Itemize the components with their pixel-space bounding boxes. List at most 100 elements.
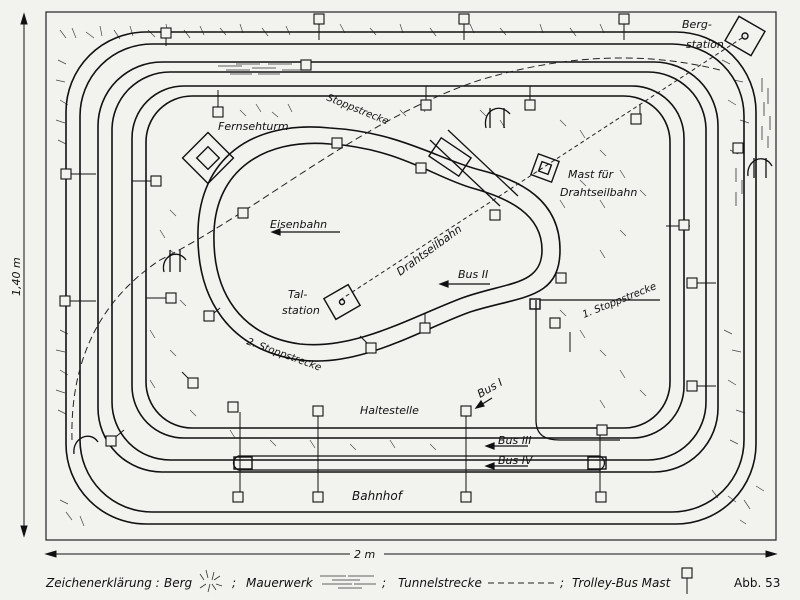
inner-loop-1 [197,126,561,362]
label-stoppstrecke-2: 2. Stoppstrecke [245,336,323,373]
mast [60,168,72,180]
legend: Zeichenerklärung : Berg ; Mauerwerk ; Tu… [46,566,786,596]
label-tal-station-1: Tal- [288,288,307,301]
legend-trolley-bus-mast: Trolley-Bus Mast [572,576,671,590]
mast [524,99,536,111]
structures [181,15,766,470]
legend-mast-symbol [681,567,693,594]
mast [419,322,431,334]
mast [365,342,377,354]
inner-loop-2 [213,142,543,346]
mast [313,13,325,25]
label-drahtseilbahn: Drahtseilbahn [394,222,464,278]
label-stoppstrecke-1: 1. Stoppstrecke [581,281,658,321]
legend-sep-3: ; [560,576,565,590]
mast [415,162,427,174]
mast [165,292,177,304]
label-drahtseilbahn-mast: Drahtseilbahn [560,186,637,199]
label-mast-fuer: Mast für [568,168,615,181]
mast [489,209,501,221]
mast [732,142,744,154]
mast [549,317,561,329]
legend-title: Zeichenerklärung : [46,576,160,590]
figure-number: Abb. 53 [734,576,781,590]
valley-station [322,283,362,321]
legend-tunnel-symbol [488,582,558,584]
track-loop-4 [111,71,707,461]
tunnel-portals [73,107,773,455]
label-fernsehturm: Fernsehturm [218,120,289,133]
label-bus-iii: Bus III [498,434,531,447]
cable-car-line [339,35,746,301]
mast [595,491,607,503]
label-bahnhof: Bahnhof [352,489,404,503]
legend-berg-symbol [199,569,223,593]
mountain-station [724,15,766,57]
mast [227,401,239,413]
mast [312,405,324,417]
mast [460,491,472,503]
track-loop-1 [65,31,757,525]
mast [596,424,608,436]
mast [420,99,432,111]
mast [331,137,343,149]
track-loop-2 [79,43,745,513]
dimension-width: 2 m [44,545,778,561]
mast [203,310,215,322]
mast [312,491,324,503]
mast [458,13,470,25]
mast [630,113,642,125]
label-haltestelle: Haltestelle [360,404,419,417]
legend-mauerwerk: Mauerwerk [246,576,313,590]
mast [300,59,312,71]
dimension-height: 1,40 m [10,12,28,538]
label-berg-station-1: Berg- [682,18,712,31]
legend-sep-1: ; [232,576,237,590]
label-bus-ii: Bus II [458,268,488,281]
label-berg-station-2: station [686,38,724,51]
label-height: 1,40 m [10,257,23,296]
mast [618,13,630,25]
label-eisenbahn: Eisenbahn [270,218,327,231]
track-loop-3 [97,61,719,473]
inner-tracks [197,126,561,362]
mast [105,435,117,447]
mast [150,175,162,187]
mountain-hatching [55,23,765,527]
mast [160,27,172,39]
label-stoppstrecke-top: Stoppstrecke [325,93,390,128]
mast [460,405,472,417]
mast [686,277,698,289]
junction-mast [529,298,541,310]
mast [212,106,224,118]
mast [237,207,249,219]
legend-tunnelstrecke: Tunnelstrecke [398,576,482,590]
mast [678,219,690,231]
bus-stop-left [233,456,253,470]
plan-labels: Berg- station Fernsehturm Stoppstrecke M… [218,18,724,503]
bus-roads [232,129,660,471]
mast [232,491,244,503]
outer-tracks [65,31,757,525]
masonry [218,63,771,206]
mast [59,295,71,307]
board-outline [45,11,777,541]
label-width: 2 m [354,548,375,561]
label-bus-i: Bus I [475,376,505,401]
mast [187,377,199,389]
mast [686,380,698,392]
cable-mast [530,153,560,183]
bus-stop-right [587,456,607,470]
tunnel-portal-top [427,136,473,178]
direction-arrows [270,228,528,470]
label-bus-iv: Bus IV [498,454,534,467]
mast [555,272,567,284]
label-tal-station-2: station [282,304,320,317]
trolley-masts [59,13,744,503]
tv-tower [181,131,235,185]
legend-berg: Berg [164,576,193,590]
track-loop-6 [145,95,671,429]
legend-sep-2: ; [382,576,387,590]
track-loop-5 [131,85,685,439]
